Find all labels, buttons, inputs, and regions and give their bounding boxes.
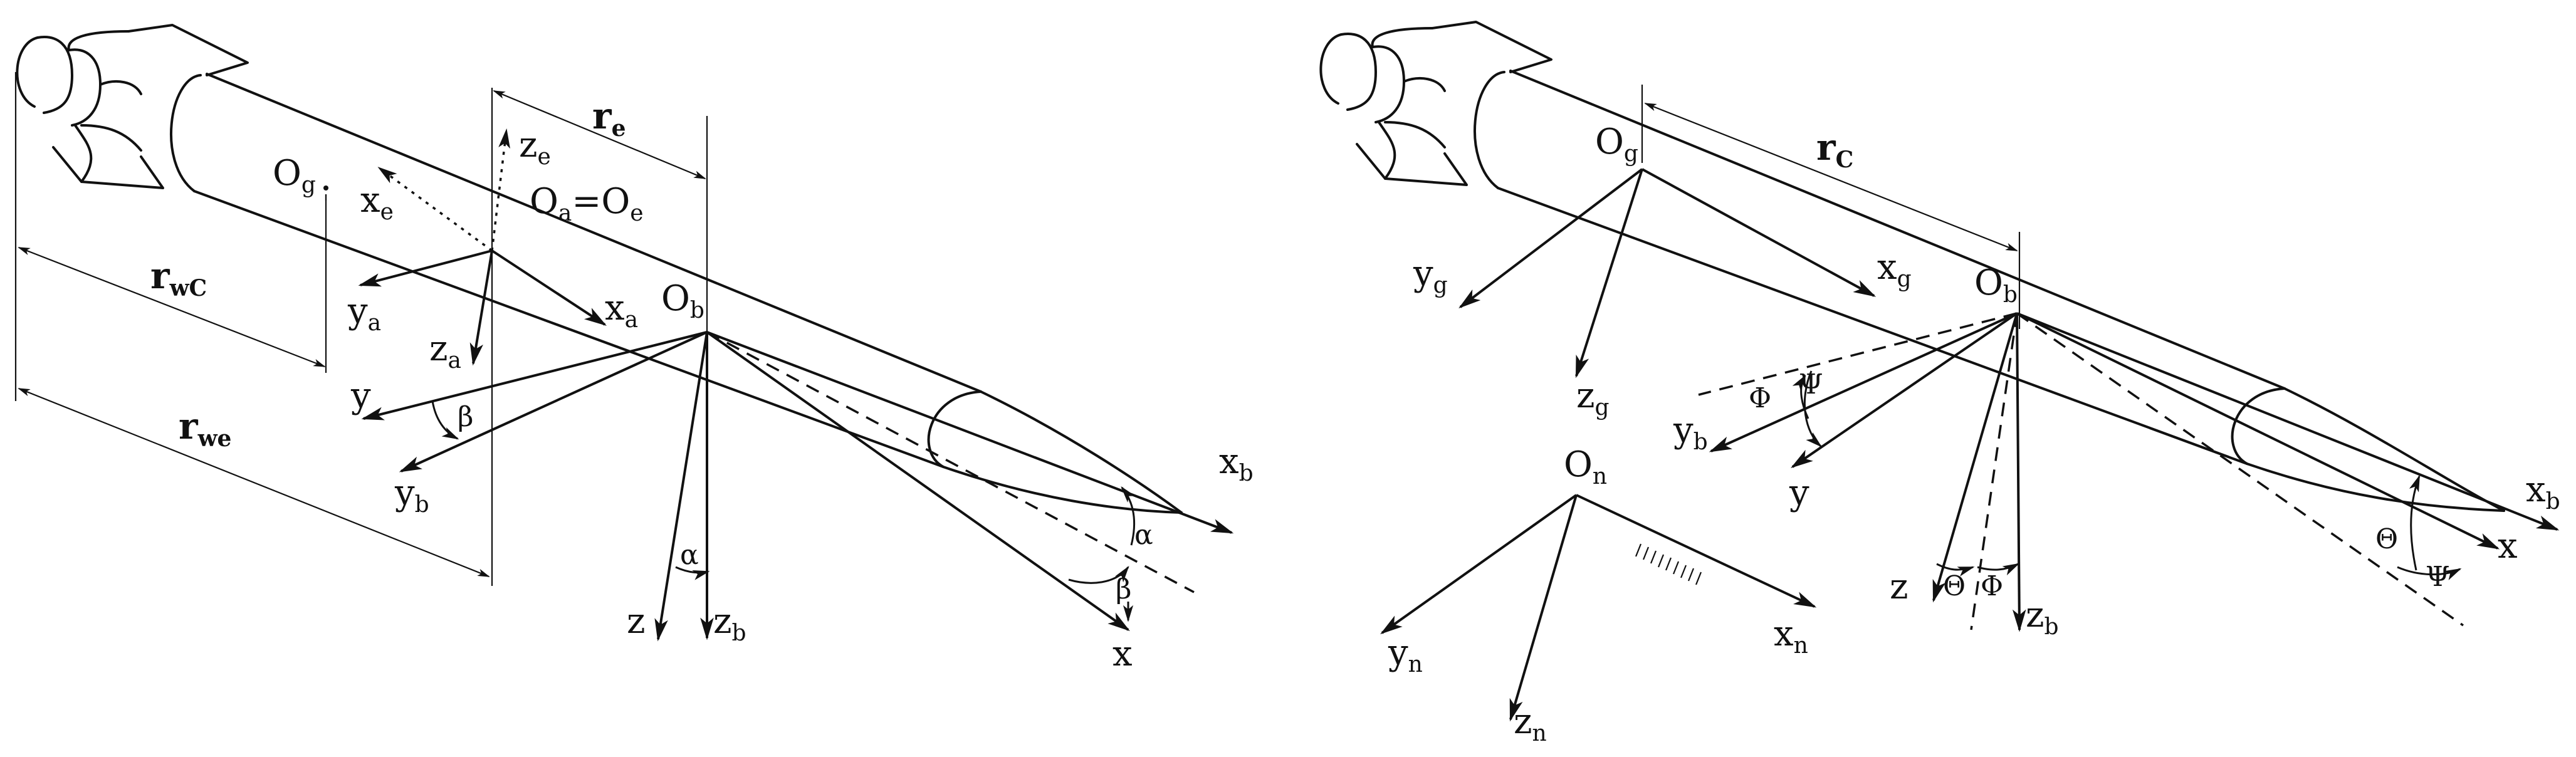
yg-label: yg bbox=[1413, 253, 1448, 298]
rwc-label: rwC bbox=[150, 254, 207, 301]
alpha-arc-2 bbox=[1121, 486, 1136, 546]
yn-label: yn bbox=[1388, 632, 1423, 677]
z-axis-right bbox=[1932, 313, 2018, 603]
oa-eq-oe-label: Oa=Oe bbox=[530, 181, 644, 226]
yb-axis-left bbox=[399, 331, 708, 472]
rc-label: rC bbox=[1816, 126, 1853, 173]
phi-label-2: Φ bbox=[1981, 570, 2003, 602]
x-label-left: x bbox=[1113, 634, 1133, 674]
xg-label: xg bbox=[1877, 247, 1912, 292]
rwe-label: rwe bbox=[179, 405, 231, 452]
ya-axis bbox=[358, 249, 493, 287]
x-axis-right bbox=[2016, 312, 2500, 550]
xa-label: xa bbox=[605, 288, 638, 333]
og-frame-right bbox=[1458, 168, 1877, 378]
ground-hatch bbox=[1635, 543, 1702, 585]
beta-arc-left bbox=[431, 400, 459, 440]
yn-axis bbox=[1380, 494, 1578, 635]
z-label-left: z bbox=[627, 601, 646, 642]
zb-label-right: zb bbox=[2026, 595, 2059, 640]
za-axis bbox=[469, 250, 493, 366]
xa-axis bbox=[491, 249, 607, 326]
xb-axis-right bbox=[2016, 312, 2560, 531]
dashed-velocity-right bbox=[2016, 312, 2464, 627]
dashed-pitch-ref bbox=[1970, 313, 2018, 630]
xn-axis bbox=[1576, 494, 1817, 608]
ob-label-left: Ob bbox=[661, 278, 704, 323]
y-label-right: y bbox=[1789, 472, 1809, 513]
left-dimensions bbox=[14, 72, 708, 586]
x-label-right: x bbox=[2498, 526, 2518, 566]
xg-axis bbox=[1641, 168, 1877, 297]
z-label-right: z bbox=[1890, 566, 1908, 607]
y-axis-left bbox=[361, 331, 708, 420]
re-dimension-line bbox=[493, 90, 706, 180]
on-label: On bbox=[1564, 444, 1607, 489]
ob-frame-left bbox=[361, 331, 1234, 642]
yb-label-left: yb bbox=[394, 472, 429, 518]
alpha-label-2: α bbox=[1134, 519, 1153, 551]
oa-oe-frame bbox=[358, 128, 607, 366]
za-label: za bbox=[429, 328, 461, 373]
beta-label-2: β bbox=[1116, 573, 1131, 605]
psi-label-1: Ψ bbox=[1799, 368, 1823, 400]
zg-axis bbox=[1575, 169, 1643, 378]
alpha-label-1: α bbox=[680, 539, 699, 571]
ze-label: ze bbox=[519, 125, 551, 170]
rwc-dimension-line bbox=[18, 246, 326, 368]
dashed-yaw-ref bbox=[1698, 312, 2018, 396]
psi-arc-1 bbox=[1803, 370, 1823, 447]
x-axis-left bbox=[706, 331, 1130, 632]
phi-arc-2 bbox=[1977, 563, 2020, 576]
zn-label: zn bbox=[1514, 701, 1547, 746]
zg-label: zg bbox=[1576, 375, 1610, 420]
z-axis-left bbox=[654, 332, 708, 642]
re-label: re bbox=[592, 95, 626, 142]
zb-axis-right bbox=[2012, 313, 2026, 632]
xb-label-right: xb bbox=[2526, 469, 2560, 514]
ob-label-right: Ob bbox=[1974, 263, 2018, 308]
phi-label-1: Φ bbox=[1749, 382, 1771, 414]
rc-dimension-line bbox=[1644, 102, 2018, 252]
theta-arc-2 bbox=[2409, 474, 2421, 571]
zn-axis bbox=[1509, 494, 1578, 722]
yb-axis-right bbox=[1709, 312, 2018, 452]
alpha-arc-1 bbox=[675, 566, 710, 580]
left-diagram: re rwC rwe Og xe ze Oa=Oe ya za xa Ob bbox=[14, 24, 1254, 674]
zb-label-left: zb bbox=[713, 601, 746, 646]
right-diagram: rC Og yg zg xg Ob yb y z zb xb x bbox=[1319, 21, 2560, 746]
on-frame bbox=[1380, 494, 1817, 722]
ze-axis bbox=[491, 128, 511, 251]
right-dimensions bbox=[1641, 85, 2021, 329]
ya-label: ya bbox=[347, 291, 381, 336]
ob-frame-right bbox=[1698, 312, 2560, 632]
y-label-left: y bbox=[350, 375, 371, 416]
y-axis-right bbox=[1791, 312, 2018, 469]
beta-label-1: β bbox=[458, 401, 473, 433]
og-label-right: Og bbox=[1595, 122, 1638, 167]
rwe-dimension-line bbox=[18, 387, 490, 578]
velocity-dashed-left bbox=[706, 331, 1195, 593]
xe-label: xe bbox=[360, 180, 394, 225]
psi-label-2: Ψ bbox=[2426, 561, 2450, 593]
xb-label-left: xb bbox=[1219, 441, 1254, 486]
xn-label: xn bbox=[1774, 613, 1808, 659]
psi-arc-2 bbox=[2397, 566, 2462, 580]
left-rocket-body bbox=[16, 24, 1183, 514]
yb-label-right: yb bbox=[1673, 410, 1708, 455]
xb-axis-left bbox=[706, 331, 1234, 534]
xe-axis bbox=[377, 167, 493, 252]
theta-label-2: Θ bbox=[2375, 523, 2398, 555]
theta-arc-1 bbox=[1936, 563, 1975, 577]
beta-arc-2 bbox=[1068, 565, 1129, 584]
yg-axis bbox=[1458, 168, 1643, 309]
theta-label-1: Θ bbox=[1943, 570, 1966, 602]
og-label-left: Og bbox=[273, 153, 316, 198]
